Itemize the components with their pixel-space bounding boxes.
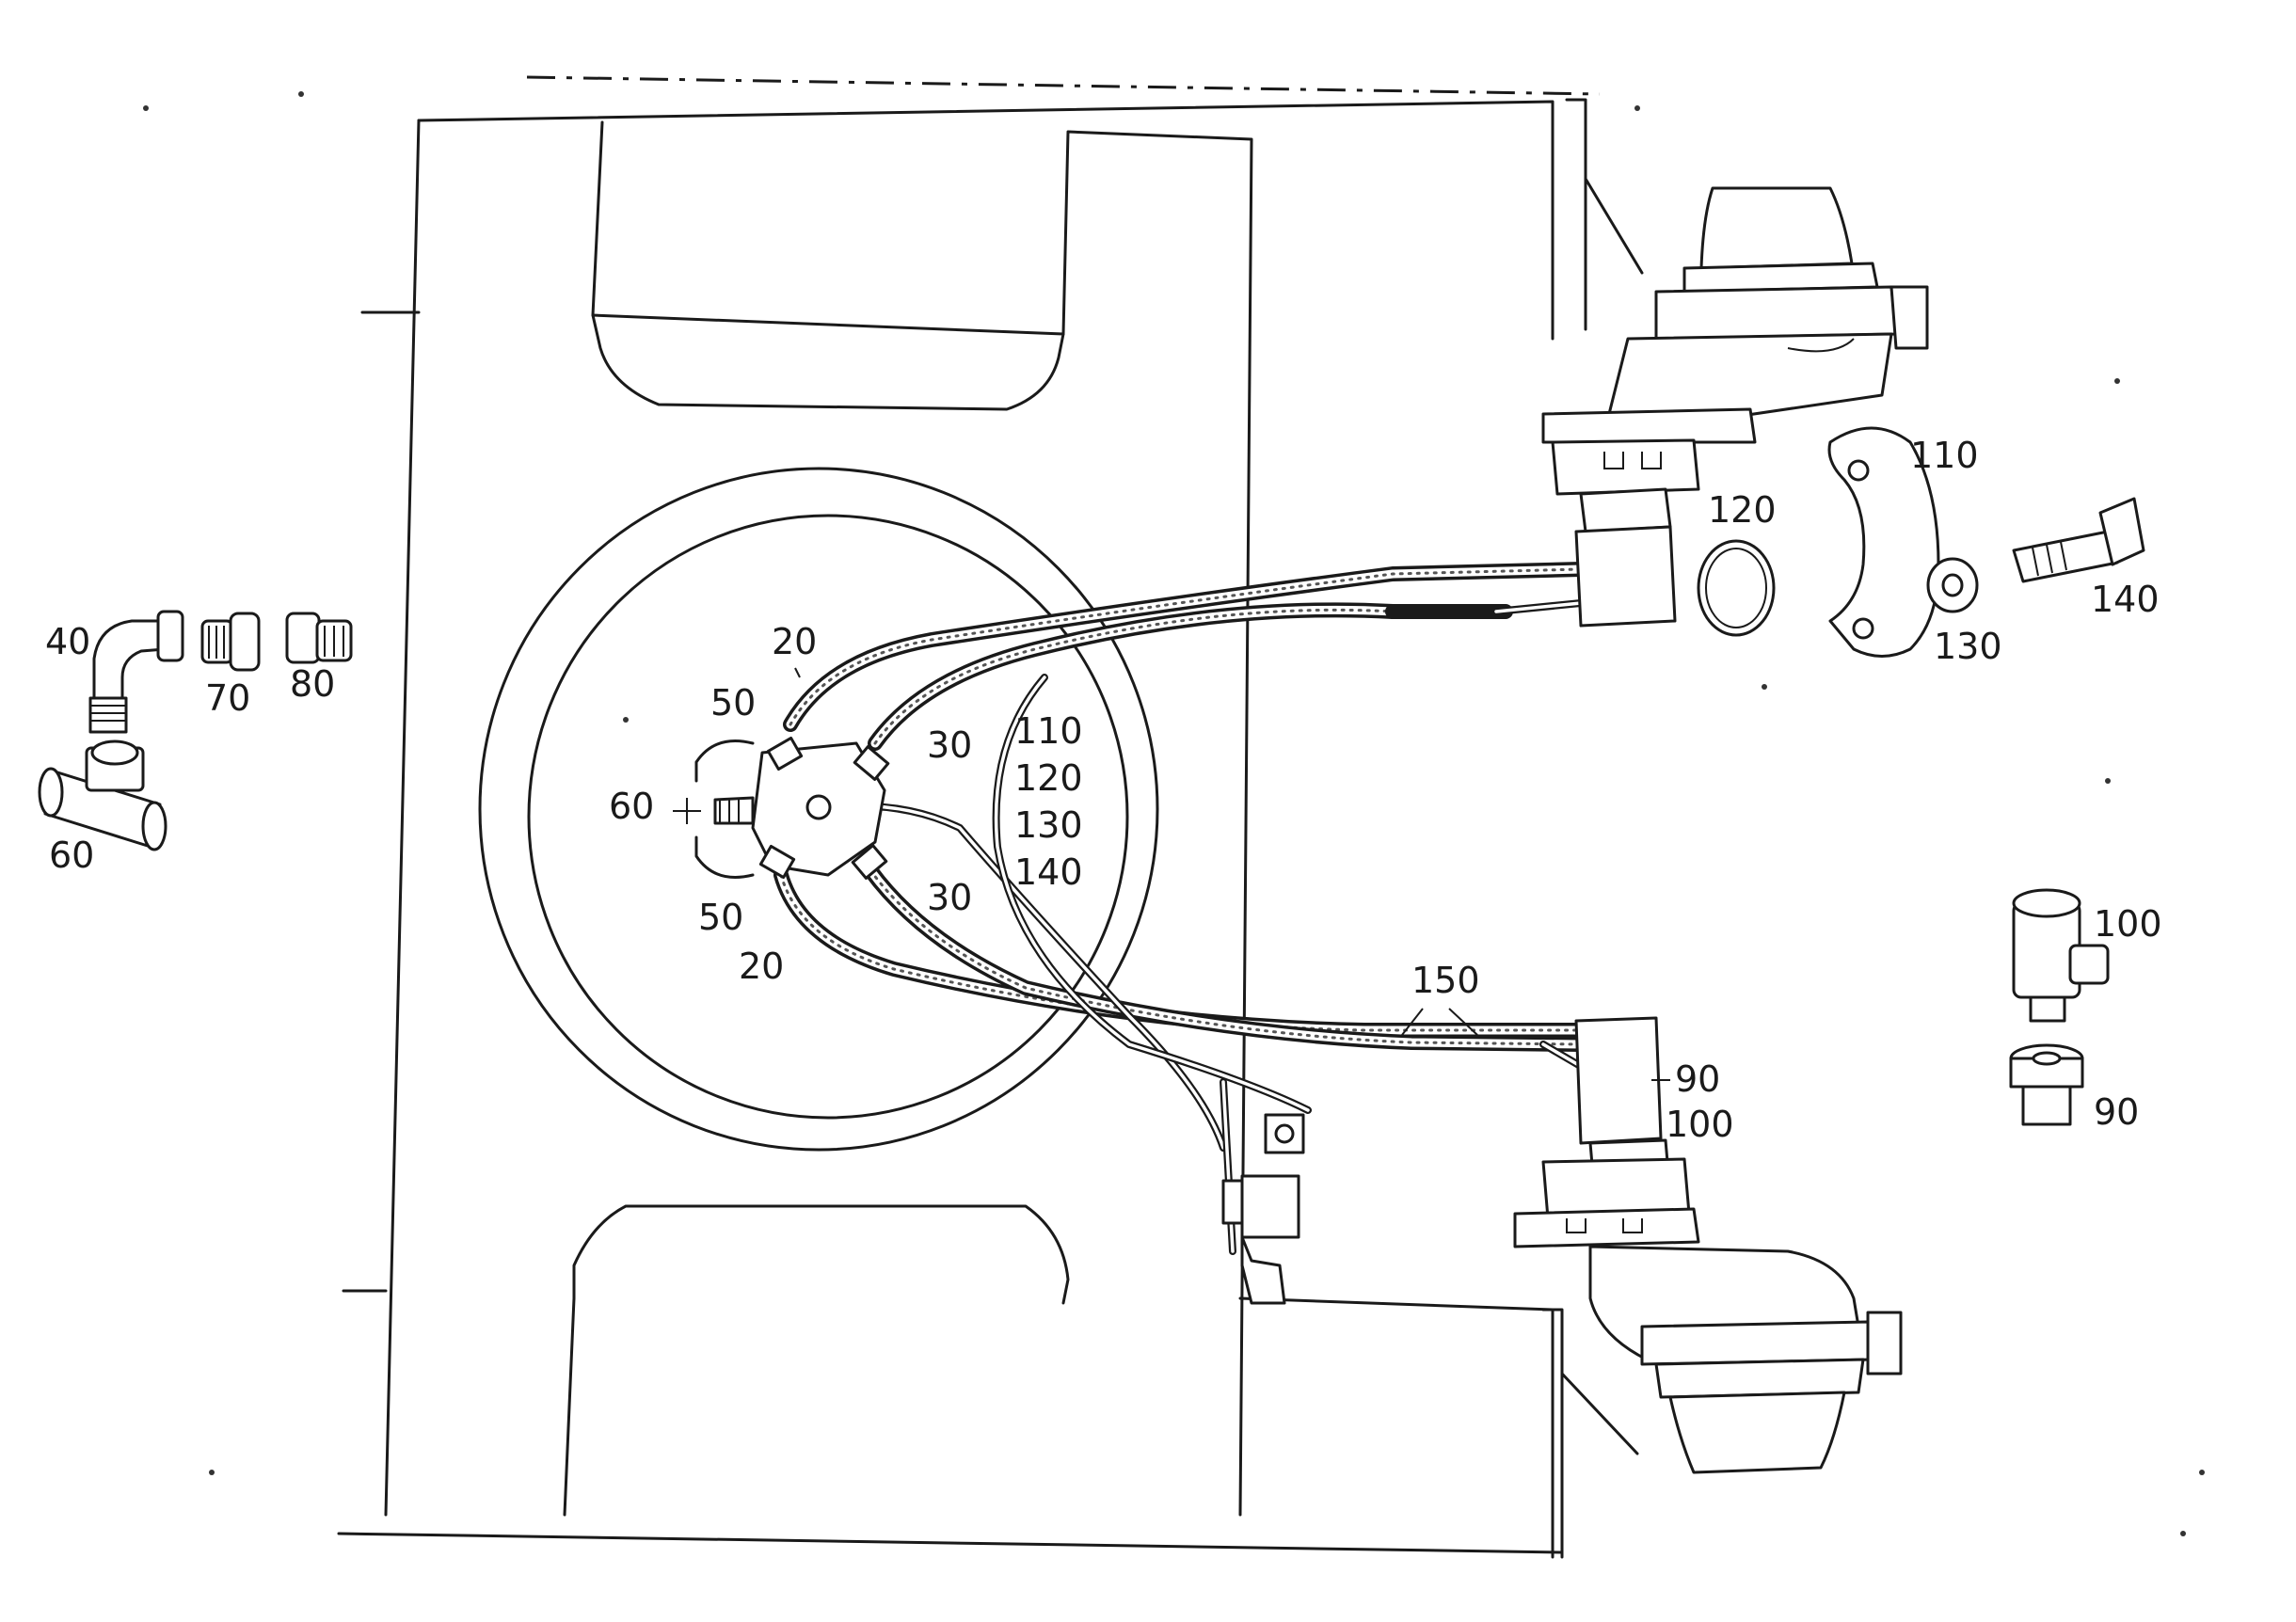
callout-70: 70 bbox=[205, 677, 250, 719]
callout-120: 120 bbox=[1708, 489, 1777, 531]
callout-20-lower: 20 bbox=[739, 946, 784, 987]
callout-110-center: 110 bbox=[1014, 710, 1083, 752]
callout-120-center: 120 bbox=[1014, 757, 1083, 799]
fitting-90 bbox=[2009, 1043, 2084, 1126]
callout-90-assembly: 90 bbox=[1675, 1058, 1720, 1100]
wheel bbox=[478, 467, 1159, 1152]
callout-60-left: 60 bbox=[49, 835, 94, 876]
bolt-140 bbox=[2012, 497, 2145, 583]
callout-20-upper: 20 bbox=[772, 621, 817, 662]
scan-specks bbox=[143, 91, 2205, 1536]
chassis-frame bbox=[337, 75, 1644, 1559]
fitting-80 bbox=[285, 612, 353, 664]
fitting-tee-60 bbox=[38, 739, 167, 851]
valve-assembly bbox=[1221, 1113, 1305, 1305]
upper-hoses bbox=[783, 562, 1594, 751]
callout-80: 80 bbox=[290, 663, 335, 705]
callout-130-center: 130 bbox=[1014, 804, 1083, 846]
callout-140-center: 140 bbox=[1014, 851, 1083, 893]
callout-90: 90 bbox=[2094, 1091, 2139, 1133]
callout-labels: 40 70 80 60 20 50 30 60 110 120 130 140 … bbox=[45, 435, 2162, 1145]
callout-50-upper: 50 bbox=[710, 682, 756, 724]
callout-40: 40 bbox=[45, 621, 90, 662]
callout-30-upper: 30 bbox=[927, 724, 972, 766]
fitting-70 bbox=[200, 612, 261, 672]
fitting-elbow-40 bbox=[88, 610, 184, 734]
callout-100-assembly: 100 bbox=[1666, 1104, 1734, 1145]
callout-100: 100 bbox=[2094, 903, 2162, 945]
leader-lines bbox=[794, 667, 1670, 1081]
distribution-block bbox=[673, 736, 890, 880]
upper-axle-motor bbox=[1541, 186, 1929, 628]
lower-axle-motor bbox=[1513, 1016, 1903, 1474]
callout-110: 110 bbox=[1910, 435, 1979, 476]
callout-150: 150 bbox=[1411, 960, 1480, 1001]
callout-30-lower: 30 bbox=[927, 877, 972, 918]
callout-140: 140 bbox=[2091, 579, 2160, 620]
o-ring-120 bbox=[1697, 539, 1776, 637]
clamp-110 bbox=[1827, 426, 1940, 658]
callout-60-center: 60 bbox=[609, 786, 654, 827]
washer-130 bbox=[1926, 557, 1979, 613]
fitting-100 bbox=[2012, 888, 2110, 1023]
callout-50-lower: 50 bbox=[698, 897, 743, 938]
callout-130: 130 bbox=[1934, 626, 2002, 667]
